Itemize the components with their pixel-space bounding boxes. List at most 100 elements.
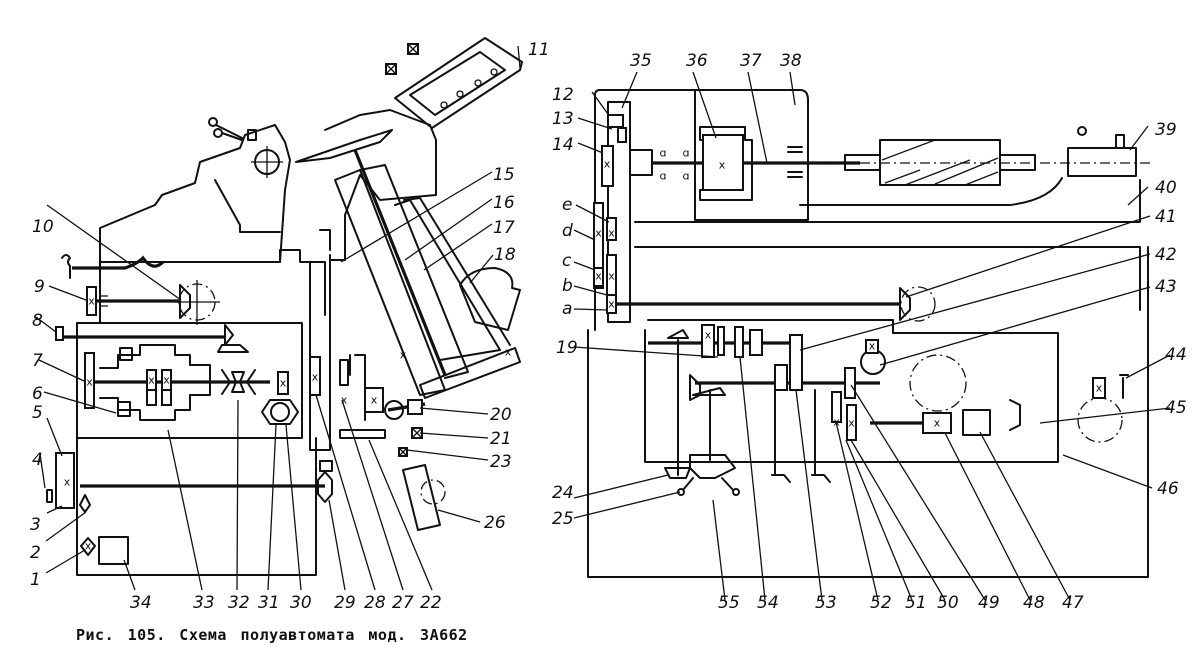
callout-51: 51 bbox=[905, 593, 927, 613]
callout-46: 46 bbox=[1157, 479, 1179, 499]
svg-text:x: x bbox=[312, 371, 319, 384]
svg-text:x: x bbox=[934, 417, 941, 430]
callout-d: d bbox=[562, 221, 573, 241]
housing-rib bbox=[214, 179, 281, 233]
callout-29: 29 bbox=[334, 593, 356, 613]
svg-text:x: x bbox=[163, 374, 170, 387]
callout-31: 31 bbox=[258, 593, 280, 613]
callout-36: 36 bbox=[686, 51, 708, 71]
callout-47: 47 bbox=[1062, 593, 1084, 613]
callout-33: 33 bbox=[193, 593, 215, 613]
callout-49: 49 bbox=[978, 593, 1000, 613]
worm-wheel-30 bbox=[261, 399, 299, 425]
svg-text:x: x bbox=[608, 298, 615, 311]
handwheel-25 bbox=[689, 454, 736, 479]
bed-frame bbox=[76, 322, 303, 439]
callout-53: 53 bbox=[815, 593, 837, 613]
callout-26: 26 bbox=[484, 513, 506, 533]
svg-text:x: x bbox=[848, 417, 855, 430]
callout-c: c bbox=[562, 251, 572, 271]
svg-text:ɑ: ɑ bbox=[683, 147, 690, 160]
callout-4: 4 bbox=[32, 450, 43, 470]
callout-labels: 1 2 3 4 5 6 7 8 9 10 11 12 13 14 15 16 1… bbox=[30, 40, 1187, 613]
callout-7: 7 bbox=[32, 351, 43, 371]
callout-6: 6 bbox=[32, 384, 43, 404]
figure-caption: Рис. 105. Схема полуавтомата мод. 3А662 bbox=[76, 626, 468, 644]
callout-42: 42 bbox=[1155, 245, 1177, 265]
svg-text:ɑ: ɑ bbox=[660, 170, 667, 183]
change-gear-e bbox=[606, 217, 617, 241]
callout-32: 32 bbox=[228, 593, 250, 613]
svg-text:x: x bbox=[280, 377, 287, 390]
svg-text:x: x bbox=[505, 346, 512, 359]
callout-43: 43 bbox=[1155, 277, 1177, 297]
left-machine-view: x x x x x x x bbox=[46, 117, 349, 576]
callout-48: 48 bbox=[1023, 593, 1045, 613]
svg-text:x: x bbox=[371, 394, 378, 407]
svg-text:x: x bbox=[595, 227, 602, 240]
svg-text:x: x bbox=[608, 270, 615, 283]
callout-12: 12 bbox=[552, 85, 574, 105]
callout-39: 39 bbox=[1155, 120, 1177, 140]
callout-41: 41 bbox=[1155, 207, 1177, 227]
callout-20: 20 bbox=[490, 405, 512, 425]
svg-text:ɑ: ɑ bbox=[660, 147, 667, 160]
callout-b: b bbox=[562, 276, 573, 296]
svg-text:x: x bbox=[400, 349, 407, 362]
callout-18: 18 bbox=[494, 245, 516, 265]
callout-23: 23 bbox=[490, 452, 512, 472]
callout-21: 21 bbox=[490, 429, 512, 449]
callout-55: 55 bbox=[718, 593, 740, 613]
svg-text:x: x bbox=[88, 295, 95, 308]
callout-34: 34 bbox=[130, 593, 152, 613]
callout-38: 38 bbox=[780, 51, 802, 71]
svg-text:x: x bbox=[608, 227, 615, 240]
headstock-body-38 bbox=[594, 89, 809, 331]
callout-e: e bbox=[562, 195, 572, 215]
callout-52: 52 bbox=[870, 593, 892, 613]
callout-17: 17 bbox=[493, 218, 515, 238]
callout-54: 54 bbox=[757, 593, 779, 613]
motor-18 bbox=[459, 267, 521, 331]
grinding-head-view: x x x bbox=[295, 37, 523, 531]
bed-46 bbox=[587, 246, 1149, 578]
headstock-housing-outline bbox=[99, 124, 291, 316]
motor-34 bbox=[98, 536, 129, 565]
grinding-wheel bbox=[295, 129, 393, 163]
svg-text:ɑ: ɑ bbox=[683, 170, 690, 183]
callout-a: a bbox=[562, 299, 572, 319]
leader-lines bbox=[35, 45, 1171, 601]
callout-37: 37 bbox=[740, 51, 762, 71]
callout-30: 30 bbox=[290, 593, 312, 613]
callout-28: 28 bbox=[364, 593, 386, 613]
tailstock-39 bbox=[1067, 147, 1137, 177]
callout-9: 9 bbox=[34, 277, 45, 297]
callout-1: 1 bbox=[30, 570, 41, 590]
wheel-spindle-housing-11 bbox=[394, 37, 523, 129]
svg-text:x: x bbox=[869, 340, 876, 353]
svg-text:x: x bbox=[86, 376, 93, 389]
callout-44: 44 bbox=[1165, 345, 1187, 365]
callout-13: 13 bbox=[552, 109, 574, 129]
clutch-32 bbox=[221, 369, 256, 395]
gear-14 bbox=[601, 145, 614, 187]
svg-text:x: x bbox=[595, 270, 602, 283]
callout-11: 11 bbox=[528, 40, 550, 60]
callout-45: 45 bbox=[1165, 398, 1187, 418]
callout-50: 50 bbox=[937, 593, 959, 613]
svg-text:x: x bbox=[85, 540, 92, 553]
callout-15: 15 bbox=[493, 165, 515, 185]
callout-5: 5 bbox=[32, 403, 43, 423]
callout-40: 40 bbox=[1155, 178, 1177, 198]
callout-10: 10 bbox=[32, 217, 54, 237]
callout-16: 16 bbox=[493, 193, 515, 213]
callout-22: 22 bbox=[420, 593, 442, 613]
svg-text:x: x bbox=[705, 329, 712, 342]
svg-text:x: x bbox=[1096, 382, 1103, 395]
callout-8: 8 bbox=[32, 311, 43, 331]
svg-text:x: x bbox=[64, 476, 71, 489]
callout-24: 24 bbox=[552, 483, 574, 503]
svg-text:x: x bbox=[833, 416, 840, 429]
